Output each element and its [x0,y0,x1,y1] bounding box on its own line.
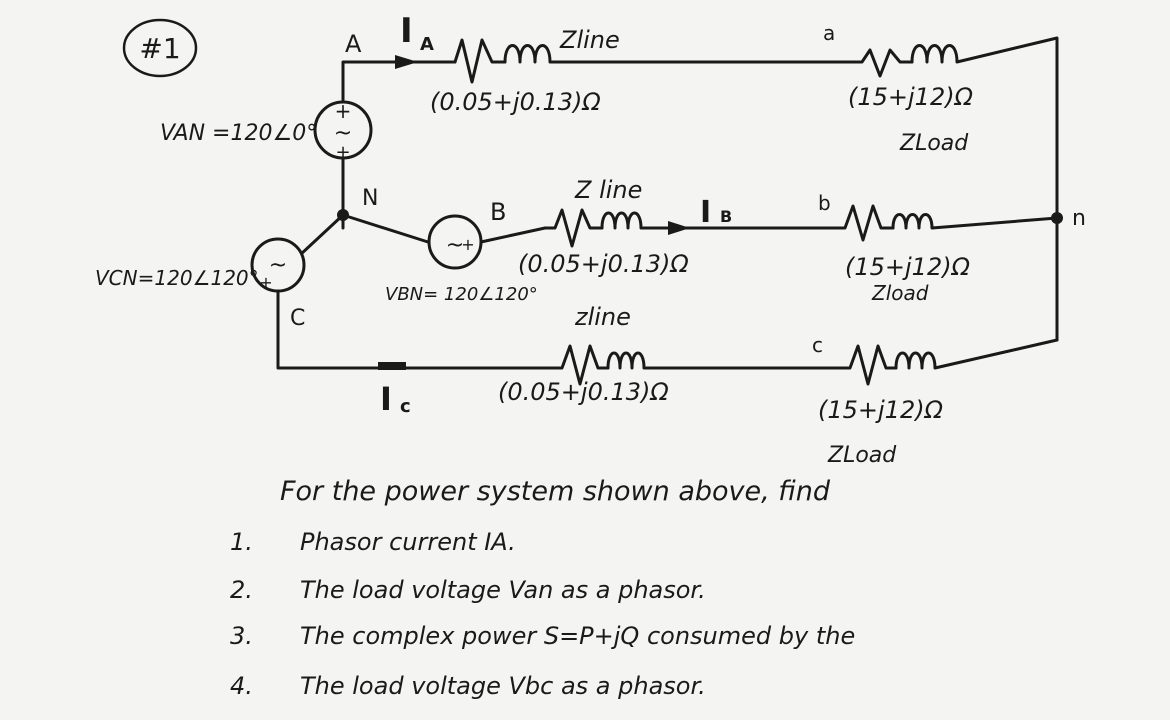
question-item: 3. The complex power S=P+jQ consumed by t… [230,622,855,650]
line-a-label: Zline [559,26,620,54]
line-b-resistor [543,208,604,248]
question-text: Phasor current IA. [300,528,516,556]
current-c-label: I [380,380,392,418]
load-b-resistor [833,204,895,242]
question-text: The load voltage Van as a phasor. [300,576,706,604]
voltage-source-a [313,100,373,160]
current-b-arrow-icon [668,221,690,235]
question-number: 1. [230,528,253,556]
question-item: 4. The load voltage Vbc as a phasor. [230,672,706,700]
line-b-label: Z line [574,176,642,204]
question-item: 1. Phasor current IA. [230,528,516,556]
load-c-label: ZLoad [827,443,897,468]
current-b-subscript: B [720,207,732,226]
question-intro: For the power system shown above, find [280,476,830,507]
wire-c-source-down [276,289,557,370]
source-c-sine-icon: ~ [269,253,287,278]
current-c-arrow-icon [378,362,406,370]
line-c-resistor [553,344,610,386]
load-a-inductor [910,36,1059,342]
question-item: 2. The load voltage Van as a phasor. [230,576,706,604]
problem-number: #1 [139,32,180,65]
node-C-label: C [290,306,305,331]
node-N-label: N [362,186,378,211]
load-a-value: (15+j12)Ω [848,83,974,111]
current-a-subscript: A [420,34,434,55]
question-number: 2. [230,576,253,604]
node-n-label: n [1072,206,1086,231]
load-a-resistor [848,48,914,78]
source-a-sign-icon: + [335,142,350,163]
wire-neutral-to-c-source [298,213,345,257]
line-a-value: (0.05+j0.13)Ω [430,88,601,116]
source-a-plus-icon: + [335,99,352,123]
question-text: The load voltage Vbc as a phasor. [300,672,706,700]
load-a-label: ZLoad [899,131,969,156]
source-b-voltage: VBN= 120∠120° [385,284,538,305]
wire-b-source-out [479,226,547,244]
load-c-value: (15+j12)Ω [818,396,944,424]
load-b-label: Zload [871,281,929,305]
line-c-label: zline [574,303,631,331]
question-number: 4. [230,672,253,700]
load-b-inductor [891,213,1059,230]
line-a-resistor [453,38,507,84]
load-c-resistor [838,344,898,386]
source-b-sign-icon: + [461,235,474,254]
node-b-label: b [818,191,831,215]
problem-number-badge: #1 [122,18,198,78]
load-b-value: (15+j12)Ω [845,253,971,281]
current-b-label: I [700,195,711,230]
current-c-subscript: c [400,396,411,417]
line-c-inductor [606,351,842,370]
source-c-voltage: VCN=120∠120° [95,266,259,290]
source-c-sign-icon: + [259,273,272,292]
source-b-sine-icon: ~ [446,233,464,258]
source-a-sine-icon: ~ [334,121,352,146]
node-B-label: B [490,198,506,226]
current-a-arrow-icon [395,55,418,69]
load-c-inductor [894,338,1059,370]
wire-neutral-to-b-source [341,213,430,244]
line-a-inductor [503,44,852,64]
line-b-inductor [600,211,837,230]
current-a-label: I [400,11,413,51]
question-text: The complex power S=P+jQ consumed by the [300,622,856,650]
node-a-label: a [823,21,835,45]
line-c-value: (0.05+j0.13)Ω [498,378,669,406]
line-b-value: (0.05+j0.13)Ω [518,250,689,278]
question-number: 3. [230,622,253,650]
node-A-label: A [345,30,362,58]
source-a-voltage: VAN =120∠0° [160,121,317,146]
node-c-label: c [812,333,823,357]
